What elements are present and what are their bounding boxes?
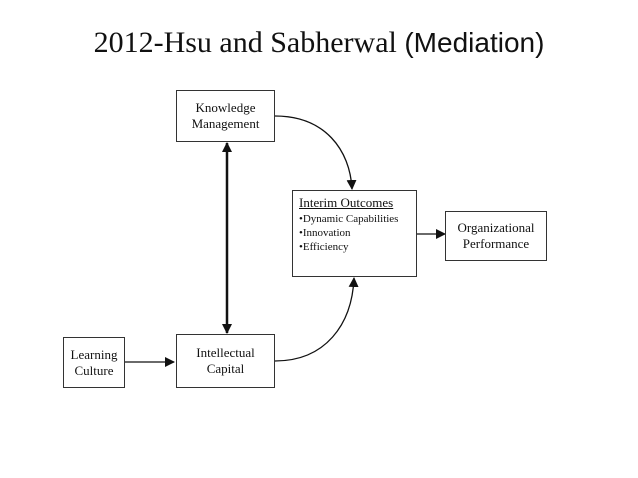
- interim-bullet-dynamic-capabilities: •Dynamic Capabilities: [299, 213, 399, 225]
- interim-bullet-efficiency: •Efficiency: [299, 241, 349, 253]
- interim-outcomes-heading: Interim Outcomes: [299, 195, 394, 210]
- intellectual-capital-box: Intellectual Capital: [176, 334, 275, 388]
- slide-title: 2012-Hsu and Sabherwal (Mediation): [0, 24, 638, 62]
- interim-outcomes-box: Interim Outcomes •Dynamic Capabilities •…: [292, 190, 417, 277]
- organizational-performance-label-line1: Organizational: [457, 220, 535, 235]
- intellectual-capital-label-line2: Capital: [206, 361, 245, 376]
- title-sans-text: (Mediation): [404, 27, 545, 58]
- knowledge-management-label-line2: Management: [191, 116, 260, 131]
- intellectual-capital-label-line1: Intellectual: [196, 345, 255, 360]
- interim-bullet-innovation: •Innovation: [299, 227, 351, 239]
- learning-culture-box: Learning Culture: [63, 337, 125, 388]
- organizational-performance-box: Organizational Performance: [445, 211, 547, 261]
- learning-culture-label-line1: Learning: [70, 346, 118, 362]
- organizational-performance-label-line2: Performance: [462, 236, 530, 251]
- title-serif-text: 2012-Hsu and Sabherwal: [93, 26, 405, 59]
- knowledge-management-box: Knowledge Management: [176, 90, 275, 142]
- ic-to-interim-arrow: [274, 277, 359, 362]
- learning-culture-label-line2: Culture: [74, 362, 114, 378]
- knowledge-management-label-line1: Knowledge: [195, 100, 256, 115]
- km-to-interim-arrow: [274, 115, 357, 190]
